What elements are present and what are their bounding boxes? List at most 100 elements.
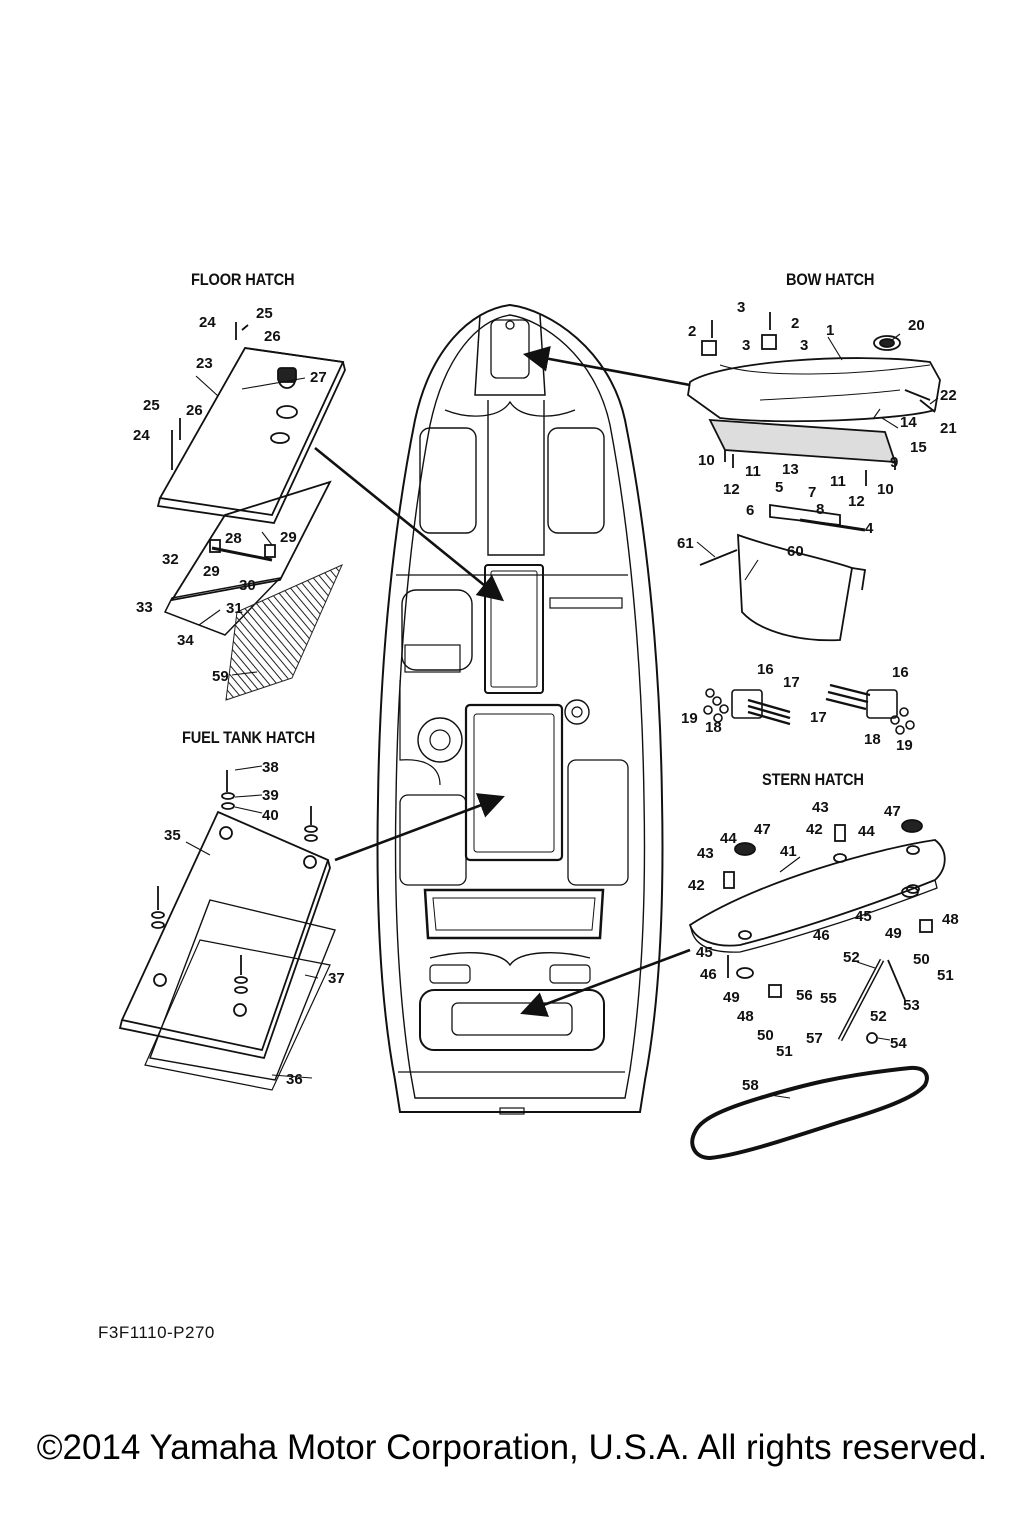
callout-39: 39 [262, 787, 279, 804]
pointer-arrows [314, 346, 691, 1017]
callout-40: 40 [262, 807, 279, 824]
callout-52: 52 [843, 949, 860, 966]
callout-35: 35 [164, 827, 181, 844]
callout-33: 33 [136, 599, 153, 616]
stern-hatch-assembly [688, 819, 946, 1161]
callout-49: 49 [723, 989, 740, 1006]
callout-9: 9 [890, 454, 898, 471]
callout-61: 61 [677, 535, 694, 552]
callout-42: 42 [806, 821, 823, 838]
bow-hatch-title: BOW HATCH [786, 270, 875, 289]
callout-38: 38 [262, 759, 279, 776]
copyright-notice: ©2014 Yamaha Motor Corporation, U.S.A. A… [36, 1428, 988, 1467]
callout-1: 1 [826, 322, 834, 339]
callout-25: 25 [256, 305, 273, 322]
callout-46: 46 [813, 927, 830, 944]
callout-47: 47 [754, 821, 771, 838]
callout-51: 51 [776, 1043, 793, 1060]
callout-26: 26 [264, 328, 281, 345]
callout-17: 17 [810, 709, 827, 726]
callout-43: 43 [812, 799, 829, 816]
callout-53: 53 [903, 997, 920, 1014]
callout-56: 56 [796, 987, 813, 1004]
callout-44: 44 [858, 823, 875, 840]
callout-51: 51 [937, 967, 954, 984]
callout-52: 52 [870, 1008, 887, 1025]
callout-17: 17 [783, 674, 800, 691]
callout-23: 23 [196, 355, 213, 372]
callout-12: 12 [723, 481, 740, 498]
callout-45: 45 [855, 908, 872, 925]
callout-26: 26 [186, 402, 203, 419]
callout-15: 15 [910, 439, 927, 456]
part-code: F3F1110-P270 [98, 1323, 215, 1342]
callout-18: 18 [705, 719, 722, 736]
callout-30: 30 [239, 577, 256, 594]
callout-25: 25 [143, 397, 160, 414]
callout-2: 2 [688, 323, 696, 340]
callout-44: 44 [720, 830, 737, 847]
callout-49: 49 [885, 925, 902, 942]
callout-24: 24 [199, 314, 216, 331]
callout-41: 41 [780, 843, 797, 860]
callout-14: 14 [900, 414, 917, 431]
callout-42: 42 [688, 877, 705, 894]
callout-18: 18 [864, 731, 881, 748]
callout-27: 27 [310, 369, 327, 386]
callout-13: 13 [782, 461, 799, 478]
callout-8: 8 [816, 501, 824, 518]
floor-hatch-assembly [156, 322, 346, 701]
callout-55: 55 [820, 990, 837, 1007]
callout-29: 29 [280, 529, 297, 546]
fuel-tank-hatch-assembly [118, 770, 336, 1091]
callout-48: 48 [737, 1008, 754, 1025]
callout-3: 3 [800, 337, 808, 354]
callout-31: 31 [226, 600, 243, 617]
callout-60: 60 [787, 543, 804, 560]
callout-10: 10 [877, 481, 894, 498]
callout-36: 36 [286, 1071, 303, 1088]
callout-2: 2 [791, 315, 799, 332]
callout-50: 50 [913, 951, 930, 968]
callout-58: 58 [742, 1077, 759, 1094]
callout-7: 7 [808, 484, 816, 501]
callout-57: 57 [806, 1030, 823, 1047]
fuel-tank-hatch-title: FUEL TANK HATCH [182, 728, 316, 747]
boat-hull [376, 303, 664, 1115]
callout-24: 24 [133, 427, 150, 444]
callout-32: 32 [162, 551, 179, 568]
callout-46: 46 [700, 966, 717, 983]
callout-50: 50 [757, 1027, 774, 1044]
callout-28: 28 [225, 530, 242, 547]
callout-48: 48 [942, 911, 959, 928]
callout-20: 20 [908, 317, 925, 334]
callout-45: 45 [696, 944, 713, 961]
callout-43: 43 [697, 845, 714, 862]
callout-16: 16 [757, 661, 774, 678]
callout-11: 11 [830, 473, 846, 490]
callout-5: 5 [775, 479, 783, 496]
hinge-assemblies [703, 683, 915, 735]
callout-12: 12 [848, 493, 865, 510]
callout-59: 59 [212, 668, 229, 685]
stern-hatch-title: STERN HATCH [762, 770, 864, 789]
callout-11: 11 [745, 463, 761, 480]
floor-hatch-title: FLOOR HATCH [191, 270, 295, 289]
callout-54: 54 [890, 1035, 907, 1052]
callout-6: 6 [746, 502, 754, 519]
callout-10: 10 [698, 452, 715, 469]
callout-3: 3 [737, 299, 745, 316]
callout-19: 19 [896, 737, 913, 754]
callout-47: 47 [884, 803, 901, 820]
callout-labels: 1 2 2 3 3 3 3 4 5 6 7 8 9 10 10 11 11 12… [133, 299, 959, 1094]
callout-3: 3 [742, 337, 750, 354]
leader-lines [185, 333, 939, 1099]
callout-19: 19 [681, 710, 698, 727]
callout-29: 29 [203, 563, 220, 580]
callout-34: 34 [177, 632, 194, 649]
callout-37: 37 [328, 970, 345, 987]
callout-22: 22 [940, 387, 957, 404]
callout-4: 4 [865, 520, 874, 537]
callout-21: 21 [940, 420, 957, 437]
